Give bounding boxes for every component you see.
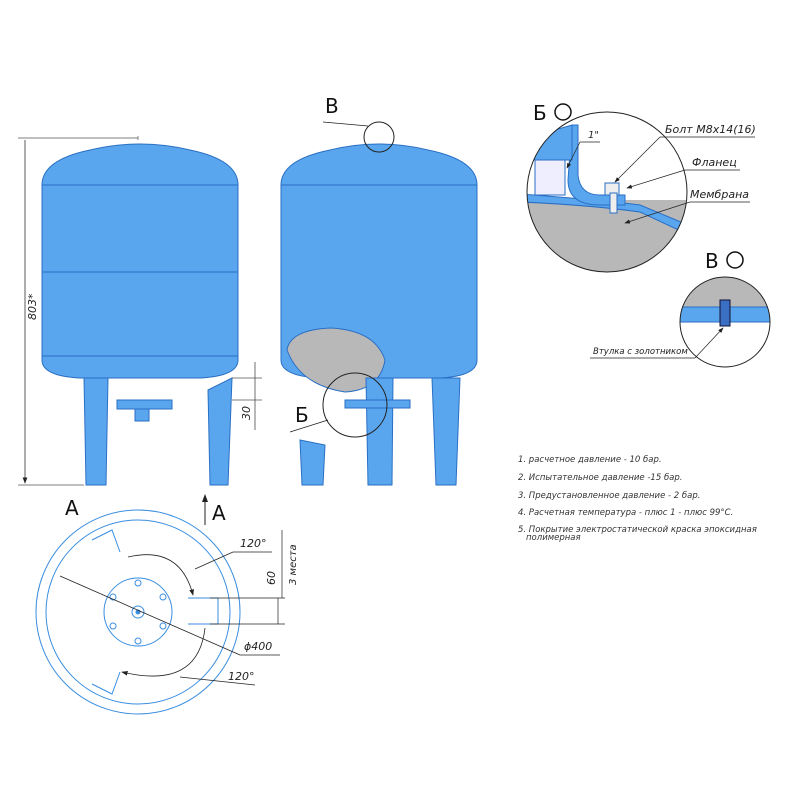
detail-v: В Втулка с золотником (590, 249, 771, 368)
front-view-tank (41, 136, 239, 486)
note-5-cont: полимерная (526, 533, 581, 543)
membrane-label: Мембрана (690, 188, 749, 201)
detail-v-marker: В (325, 94, 339, 118)
flange-label: Фланец (692, 156, 737, 169)
note-1: 1. расчетное давление - 10 бар. (518, 455, 662, 465)
leg-width-text: 60 (265, 571, 278, 585)
side-view-tank: В Б (280, 94, 478, 486)
flange (116, 399, 173, 410)
angle-top-text: 120° (240, 537, 267, 550)
view-a-arrow-label: А (212, 501, 226, 525)
note-4: 4. Расчетная температура - плюс 1 - плюс… (518, 508, 733, 518)
valve-label: Втулка с золотником (593, 347, 688, 357)
detail-b: Б 1" Болт М8х14(16) Фланец Мембрана (526, 101, 756, 273)
section-cutout (286, 327, 386, 393)
leg (83, 377, 109, 486)
leg (431, 377, 461, 486)
leg (299, 439, 326, 486)
angle-bottom-text: 120° (228, 670, 255, 683)
leg (365, 377, 394, 486)
leg-dim-text: 30 (240, 406, 253, 420)
technical-notes: 1. расчетное давление - 10 бар. 2. Испыт… (518, 455, 757, 543)
height-dim-text: 803* (26, 293, 39, 320)
leg (207, 377, 233, 486)
diameter-text: ϕ400 (244, 640, 272, 653)
height-dimension: 803* (18, 137, 138, 486)
places-text: 3 места (288, 544, 299, 585)
detail-v-circle (363, 121, 395, 153)
detail-v-title: В (705, 249, 719, 273)
detail-b-circle (322, 372, 388, 438)
thread-label: 1" (588, 130, 599, 141)
note-3: 3. Предустановленное давление - 2 бар. (518, 491, 700, 501)
bolt-label: Болт М8х14(16) (665, 123, 756, 136)
view-a-label: А (65, 496, 79, 520)
detail-b-title: Б (533, 101, 547, 125)
note-2: 2. Испытательное давление -15 бар. (518, 473, 683, 483)
leg-dimension: 30 (232, 362, 262, 430)
bottom-view: А А 120° 120° 60 3 места ϕ400 (35, 494, 299, 715)
note-5: 5. Покрытие электростатической краска эп… (518, 525, 757, 535)
detail-b-marker: Б (295, 403, 309, 427)
